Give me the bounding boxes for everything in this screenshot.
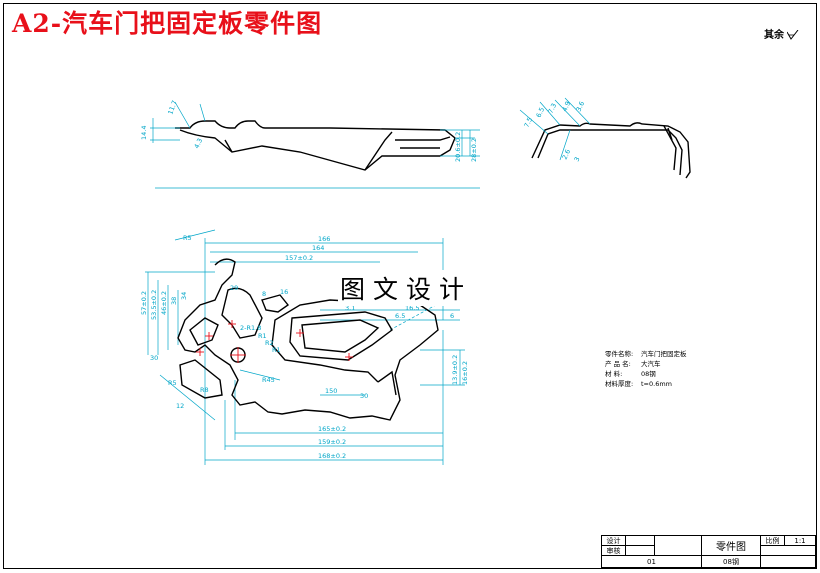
dim-main-r2: R2 [265, 339, 274, 347]
note-value: 汽车门把固定板 [641, 350, 687, 358]
dim-main-8: 8 [262, 290, 266, 298]
dim-main-13-9: 13.9±0.2 [451, 355, 459, 385]
title-block: 设计 审核 零件图 比例 1:1 01 08钢 [601, 535, 816, 568]
dim-main-29: 29 [230, 284, 238, 292]
dim-main-38: 38 [170, 297, 178, 305]
dim-side-b: 6.5 [535, 106, 547, 119]
dim-side-a: 7.5 [523, 116, 535, 129]
watermark-text: 图文设计 [338, 270, 475, 306]
dim-main-150: 150 [325, 387, 337, 395]
dim-side-e: 3.6 [575, 100, 587, 113]
dim-main-157: 157±0.2 [285, 254, 313, 262]
dim-main-16: 16 [280, 288, 288, 296]
dim-main-168: 168±0.2 [318, 452, 346, 460]
dim-main-30-a: 30 [150, 354, 158, 362]
dim-main-34: 34 [180, 292, 188, 300]
dim-main-12: 12 [176, 402, 184, 410]
note-value: 大汽车 [641, 360, 661, 368]
note-key: 材料厚度: [605, 380, 634, 388]
dim-main-166: 166 [318, 235, 330, 243]
drawing-name: 零件图 [701, 535, 761, 556]
dim-side-f: 2.6 [561, 148, 573, 161]
dim-main-r45: R45 [262, 376, 275, 384]
dim-main-2-r1-8: 2-R1.8 [240, 324, 261, 332]
dim-main-3-1: 3.1 [345, 304, 355, 312]
dim-main-6-5: 6.5 [395, 312, 405, 320]
dim-top-depth: 20.6±0.2 [454, 132, 462, 162]
dim-main-159: 159±0.2 [318, 438, 346, 446]
surface-roughness-note: 其余 [764, 26, 799, 41]
note-key: 材 料: [605, 370, 623, 378]
roughness-symbol-icon [787, 29, 799, 40]
note-row: 零件名称: 汽车门把固定板 [605, 349, 687, 359]
dim-main-46: 46±0.2 [160, 291, 168, 315]
dim-main-30-b: 30 [360, 392, 368, 400]
roughness-label: 其余 [764, 30, 784, 41]
dim-main-r8: R8 [200, 386, 209, 394]
dim-main-165: 165±0.2 [318, 425, 346, 433]
dim-main-r1-b: R1 [272, 346, 281, 354]
dim-top-small: 4.3 [193, 137, 205, 150]
dim-main-16-0: 16±0.2 [461, 361, 469, 385]
dim-main-r5: R5 [168, 379, 177, 387]
main-view: R5 166 164 157±0.2 57±0.2 53.5±0.2 46±0.… [140, 229, 469, 465]
note-key: 零件名称: [605, 350, 634, 358]
note-value: 08钢 [641, 370, 656, 378]
top-view: 14.4 11.7 4.3 20.6±0.2 28±0.2 [140, 99, 480, 189]
side-view: 7.5 6.5 7.3 4.9 3.6 2.6 3 [519, 97, 691, 179]
dim-main-164: 164 [312, 244, 324, 252]
company-blank [760, 555, 816, 568]
dim-side-g: 3 [573, 156, 582, 163]
note-row: 材料厚度: t=0.6mm [605, 379, 687, 389]
note-row: 产 品 名: 大汽车 [605, 359, 687, 369]
dim-main-16-5: 16.5 [405, 304, 419, 312]
dim-main-53-5: 53.5±0.2 [150, 290, 158, 320]
sheet-number: 01 [601, 555, 702, 568]
technical-notes: 零件名称: 汽车门把固定板 产 品 名: 大汽车 材 料: 08钢 材料厚度: t=0.… [605, 349, 687, 389]
dim-side-c: 7.3 [547, 102, 559, 115]
note-row: 材 料: 08钢 [605, 369, 687, 379]
dim-main-6: 6 [450, 312, 454, 320]
dim-main-57: 57±0.2 [140, 291, 148, 315]
drawing-frame [3, 3, 817, 569]
dim-main-r1-a: R1 [258, 332, 267, 340]
dim-top-total: 28±0.2 [470, 138, 478, 162]
note-key: 产 品 名: [605, 360, 631, 368]
blank-cell [654, 535, 702, 556]
dim-top-height: 14.4 [140, 126, 148, 140]
dim-top-flange: 11.7 [166, 99, 178, 115]
material-value: 08钢 [701, 555, 761, 568]
drawing-title: A2-汽车门把固定板零件图 [12, 9, 323, 38]
dim-side-d: 4.9 [561, 100, 573, 113]
dim-main-r-top: R5 [183, 234, 192, 242]
note-value: t=0.6mm [641, 380, 672, 388]
